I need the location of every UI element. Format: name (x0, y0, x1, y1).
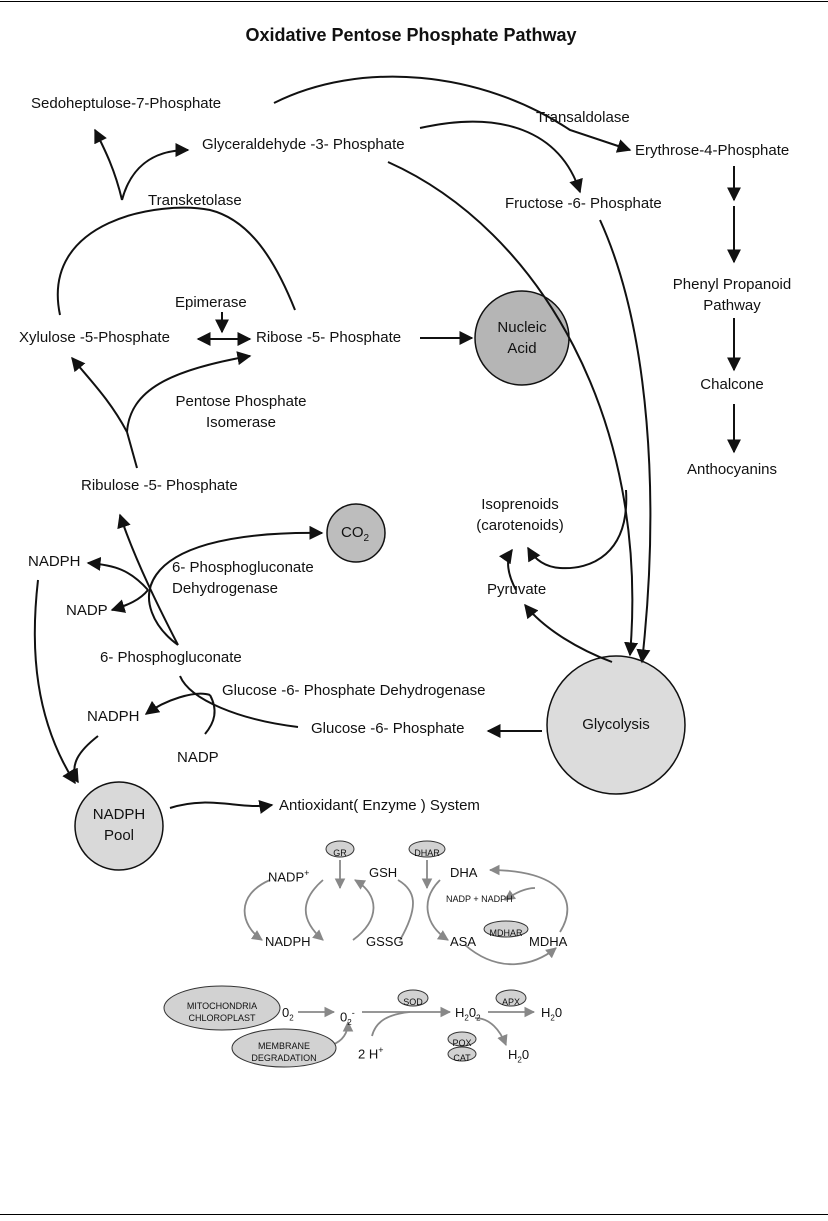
isomerase-label-line2: Isomerase (205, 414, 277, 431)
oxygen-subscript: 2 (289, 1013, 294, 1023)
mitochondria-label-line2: CHLOROPLAST (188, 1013, 256, 1023)
co2-text: CO (341, 524, 364, 541)
cat-enzyme-oval (447, 1046, 477, 1062)
h2o-label-2: H20 (508, 1046, 529, 1070)
nadph-pool-label-line2: Pool (103, 827, 135, 844)
gr-label: GR (333, 848, 347, 858)
apx-label: APX (501, 997, 521, 1007)
h2o-2-sub: 2 (517, 1055, 522, 1065)
apx-enzyme-oval (495, 989, 527, 1007)
glyceraldehyde-label: Glyceraldehyde -3- Phosphate (202, 136, 405, 153)
bottom-rule (0, 1214, 828, 1215)
oxygen-text: 0 (282, 1005, 290, 1020)
glycolysis-label: Glycolysis (582, 716, 650, 733)
gsh-label: GSH (369, 865, 398, 880)
nadph-pool-circle (74, 781, 164, 871)
nadph-label-1: NADPH (28, 553, 81, 570)
glycolysis-circle (546, 655, 686, 795)
superoxide-text: 0 (340, 1009, 348, 1025)
nadph-pool-label-line1: NADPH (92, 806, 146, 823)
ribose-label: Ribose -5- Phosphate (256, 329, 402, 346)
mitochondria-label-line1: MITOCHONDRIA (186, 1001, 258, 1011)
phenyl-propanoid-label-line2: Pathway (703, 297, 761, 314)
dhar-enzyme-oval (408, 840, 446, 858)
h2o2-sub1: 2 (464, 1013, 469, 1023)
h2o-2-h: H (508, 1047, 518, 1062)
nadp-plus-text: NADP (268, 869, 305, 885)
h2o2-label: H202 (455, 1004, 481, 1028)
pox-enzyme-oval (447, 1031, 477, 1047)
isomerase-label-line1: Pentose Phosphate (175, 393, 307, 410)
two-h-text: 2 H (358, 1046, 379, 1062)
superoxide-superscript: - (351, 1008, 355, 1018)
phosphogluconate-label: 6- Phosphogluconate (100, 649, 242, 666)
h2o-1-o: 0 (554, 1005, 563, 1020)
h2o2-sub2: 2 (476, 1013, 481, 1023)
transketolase-label: Transketolase (148, 192, 242, 209)
h2o2-h: H (455, 1005, 465, 1020)
membrane-label-line1: MEMBRANE (257, 1041, 311, 1051)
h2o-1-sub: 2 (550, 1013, 555, 1023)
nucleic-acid-label-line2: Acid (507, 340, 537, 357)
co2-circle (326, 503, 386, 563)
co2-label: CO2 (341, 524, 369, 548)
erythrose-label: Erythrose-4-Phosphate (635, 142, 790, 159)
mitochondria-oval (163, 985, 281, 1031)
transaldolase-label: Transaldolase (536, 109, 630, 126)
superoxide-subscript: 2 (347, 1017, 352, 1027)
membrane-label-line2: DEGRADATION (251, 1053, 317, 1063)
phenyl-propanoid-label-line1: Phenyl Propanoid (672, 276, 792, 293)
gssg-label: GSSG (366, 934, 404, 949)
top-rule (0, 1, 828, 2)
glucose6p-label: Glucose -6- Phosphate (311, 720, 465, 737)
nadp-plus-label: NADP+ (268, 864, 309, 886)
oxygen-label: 02 (282, 1004, 294, 1028)
nadph-small-label: NADPH (265, 934, 311, 949)
sod-label: SOD (403, 997, 423, 1007)
pox-label: POX (452, 1038, 472, 1048)
diagram-title: Oxidative Pentose Phosphate Pathway (245, 25, 577, 45)
sod-enzyme-oval (397, 989, 429, 1007)
gr-enzyme-oval (325, 840, 355, 858)
anthocyanins-label: Anthocyanins (686, 461, 778, 478)
h2o-label-1: H20 (541, 1004, 562, 1028)
dha-label: DHA (450, 865, 478, 880)
pgd-label-line2: Dehydrogenase (172, 580, 278, 597)
membrane-oval (231, 1028, 337, 1068)
asa-label: ASA (450, 934, 477, 949)
isoprenoids-label-line1: Isoprenoids (481, 496, 559, 513)
dhar-label: DHAR (414, 848, 440, 858)
nadp-label-2: NADP (177, 749, 219, 766)
antioxidant-system-label: Antioxidant( Enzyme ) System (279, 797, 480, 814)
mdha-label: MDHA (529, 934, 568, 949)
two-h-sup: + (378, 1045, 384, 1055)
nucleic-acid-circle (474, 290, 570, 386)
nadp-label-1: NADP (66, 602, 108, 619)
cat-label: CAT (453, 1053, 471, 1063)
fructose-label: Fructose -6- Phosphate (505, 195, 662, 212)
pgd-label-line1: 6- Phosphogluconate (172, 559, 314, 576)
mdhar-enzyme-oval (483, 920, 529, 938)
epimerase-label: Epimerase (175, 294, 247, 311)
nadph-label-2: NADPH (87, 708, 140, 725)
h2o-1-h: H (541, 1005, 551, 1020)
ribulose-label: Ribulose -5- Phosphate (81, 477, 238, 494)
chalcone-label: Chalcone (700, 376, 764, 393)
h2o2-o: 0 (468, 1005, 477, 1020)
two-h-label: 2 H+ (358, 1041, 384, 1063)
superoxide-label: 02- (340, 1004, 355, 1032)
xylulose-label: Xylulose -5-Phosphate (19, 329, 170, 346)
isoprenoids-label-line2: (carotenoids) (476, 517, 564, 534)
nadp-plus-sup: + (304, 868, 310, 878)
h2o-2-o: 0 (521, 1047, 530, 1062)
sedoheptulose-label: Sedoheptulose-7-Phosphate (31, 95, 222, 112)
pyruvate-label: Pyruvate (487, 581, 547, 598)
mdhar-label: MDHAR (489, 928, 523, 938)
g6pd-label: Glucose -6- Phosphate Dehydrogenase (222, 682, 486, 699)
nadp-nadph-label: NADP + NADPH (446, 894, 513, 904)
nucleic-acid-label-line1: Nucleic (497, 319, 547, 336)
co2-subscript: 2 (363, 533, 370, 544)
